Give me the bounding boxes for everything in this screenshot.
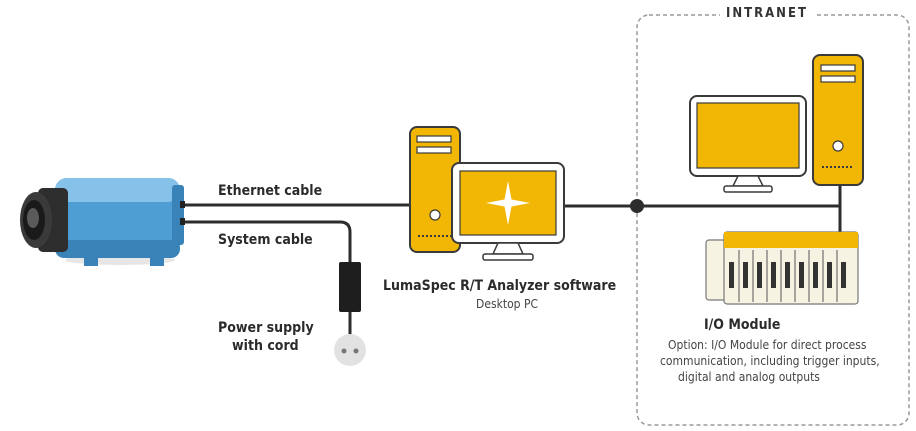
desktop-tower-icon [409,126,461,253]
camera-icon [20,178,185,266]
intranet-monitor-icon [689,95,807,193]
ethernet-cable-label: Ethernet cable [218,183,323,199]
intranet-label: INTRANET [720,6,814,21]
power-supply-label-line2: with cord [232,338,299,354]
io-module-icon [705,231,859,305]
option-text-line2: communication, including trigger inputs, [660,354,880,368]
cables [184,186,842,335]
software-subtitle: Desktop PC [476,297,539,311]
desktop-monitor-icon [451,162,565,261]
network-junction [630,199,644,213]
intranet-tower-icon [812,54,864,186]
io-module-label: I/O Module [704,317,781,333]
software-title: LumaSpec R/T Analyzer software [383,278,617,294]
system-cable-label: System cable [218,232,313,248]
option-text-line3: digital and analog outputs [678,370,820,384]
power-supply-label-line1: Power supply [218,320,314,336]
system-cable [184,220,352,262]
option-text-line1: Option: I/O Module for direct process [668,338,867,352]
power-socket-icon [334,334,366,366]
power-adapter-block [339,262,361,312]
